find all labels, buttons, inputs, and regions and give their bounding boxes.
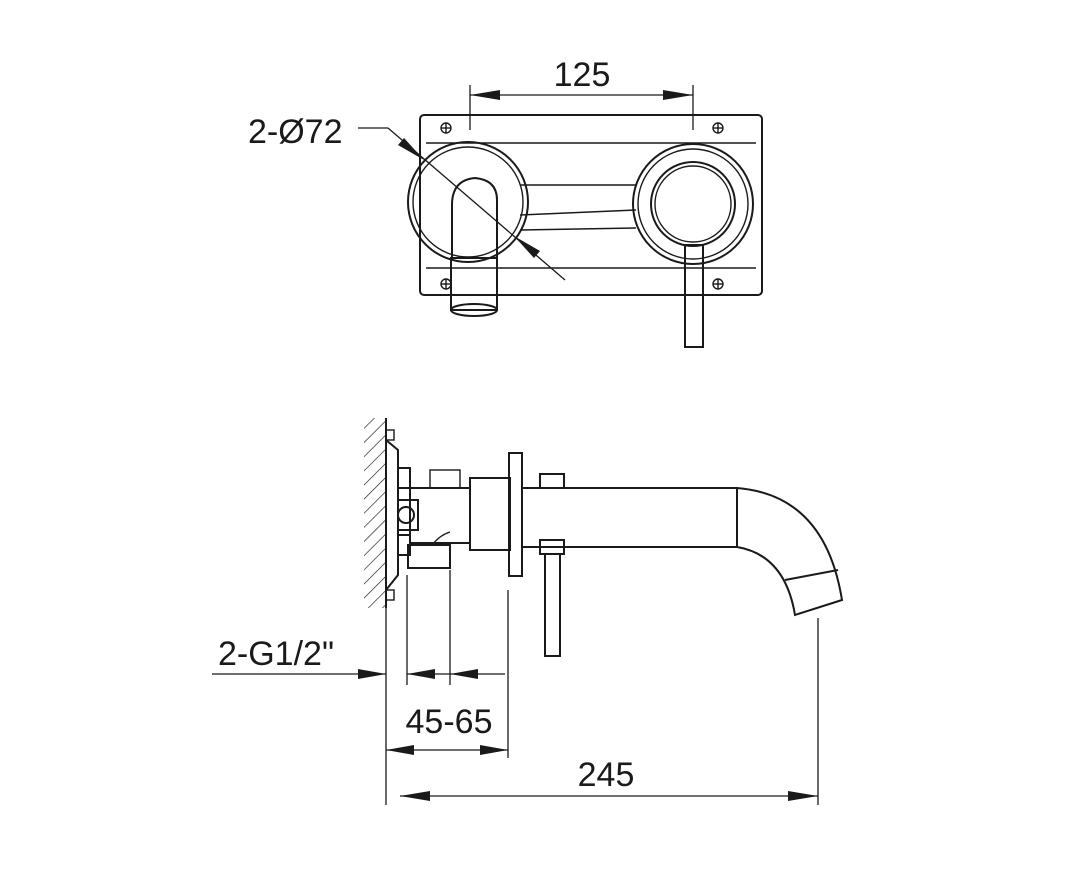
dimension-thread: 2-G1/2"	[212, 570, 505, 685]
dim-label-125: 125	[554, 56, 611, 94]
spout-rosette	[407, 141, 529, 263]
dim-label-245: 245	[578, 756, 635, 794]
handle-lever-side	[544, 553, 561, 657]
handle-lever	[684, 244, 704, 348]
handle-rosette	[632, 143, 754, 265]
spout-front	[451, 176, 498, 258]
dimension-125: 125	[469, 56, 694, 130]
plate-screws	[440, 122, 724, 290]
rosette-side	[508, 452, 523, 577]
spout-side	[522, 487, 844, 617]
wall-hatch	[364, 418, 386, 608]
side-view: 2-G1/2" 45-65 245	[212, 418, 844, 805]
dim-label-45-65: 45-65	[406, 703, 493, 741]
dim-label-thread: 2-G1/2"	[218, 635, 334, 673]
wall-bracket	[385, 439, 399, 591]
mounting-plate	[419, 114, 763, 296]
dimension-245: 245	[400, 618, 819, 805]
handle-knob	[650, 161, 736, 247]
dimension-diameter: 2-Ø72	[248, 113, 566, 281]
front-view: 125 2-Ø72	[248, 56, 763, 348]
dim-label-diameter: 2-Ø72	[248, 113, 343, 151]
dimension-45-65: 45-65	[385, 590, 509, 805]
